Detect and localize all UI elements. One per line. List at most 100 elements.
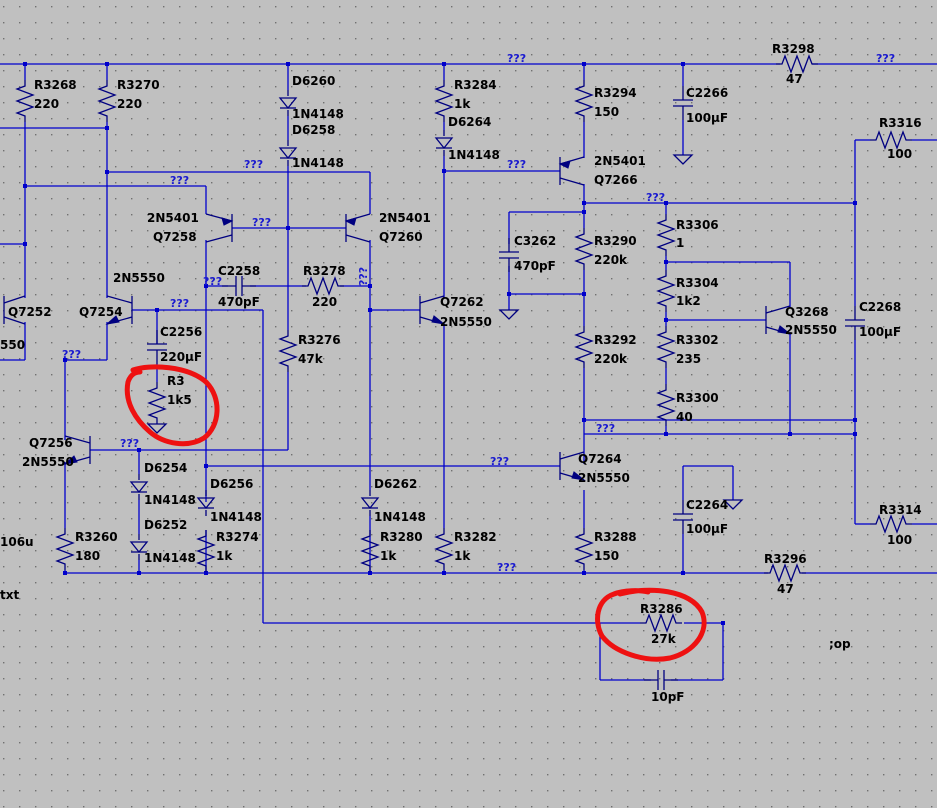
label-q3268: Q3268 (785, 305, 829, 319)
value-c-feedback: 10pF (651, 690, 685, 704)
net-label: ??? (596, 422, 615, 435)
transistor-q7256[interactable] (63, 435, 91, 465)
label-q7254: Q7254 (79, 305, 123, 319)
value-r3302: 235 (676, 352, 701, 366)
label-c2264: C2264 (686, 498, 728, 512)
label-d6254: D6254 (144, 461, 187, 475)
value-q7262: 2N5550 (440, 315, 492, 329)
label-q7260: Q7260 (379, 230, 423, 244)
label-d6258: D6258 (292, 123, 335, 137)
label-r3268: R3268 (34, 78, 77, 92)
value-r3304: 1k2 (676, 294, 701, 308)
label-c2256: C2256 (160, 325, 202, 339)
net-label: ??? (120, 437, 139, 450)
value-r3294: 150 (594, 105, 619, 119)
label-d6262: D6262 (374, 477, 417, 491)
label-c2258: C2258 (218, 264, 260, 278)
transistor-q7254[interactable] (105, 295, 133, 325)
edge-label-txt: txt (0, 588, 19, 602)
label-r3316: R3316 (879, 116, 922, 130)
value-c2266: 100µF (686, 111, 728, 125)
label-r3280: R3280 (380, 530, 423, 544)
net-label: ??? (497, 561, 516, 574)
op-directive: ;op (829, 637, 851, 651)
transistor-q7260[interactable] (344, 213, 371, 243)
value-r3306: 1 (676, 236, 684, 250)
value-r3278: 220 (312, 295, 337, 309)
value-d6252: 1N4148 (144, 551, 196, 565)
label-r3302: R3302 (676, 333, 719, 347)
value-r3274: 1k (216, 549, 233, 563)
net-label: ??? (357, 267, 370, 286)
label-r3270: R3270 (117, 78, 160, 92)
annotation-circle-r31xx (124, 364, 220, 447)
transistor-q7252[interactable] (3, 295, 26, 325)
value-r3276: 47k (298, 352, 324, 366)
net-label: ??? (507, 52, 526, 65)
value-r3298: 47 (786, 72, 803, 86)
wires (0, 63, 937, 681)
transistor-q3268[interactable] (765, 305, 792, 335)
label-r3292: R3292 (594, 333, 637, 347)
value-c2256: 220µF (160, 350, 202, 364)
value-d6264: 1N4148 (448, 148, 500, 162)
value-d6258: 1N4148 (292, 156, 344, 170)
value-c2268: 100µF (859, 325, 901, 339)
label-r3294: R3294 (594, 86, 637, 100)
label-r3284: R3284 (454, 78, 497, 92)
value-r31xx: 1k5 (167, 393, 192, 407)
label-d6264: D6264 (448, 115, 491, 129)
transistor-q7258[interactable] (205, 213, 234, 243)
label-q7264: Q7264 (578, 452, 622, 466)
label-d6260: D6260 (292, 74, 335, 88)
value-c2264: 100µF (686, 522, 728, 536)
value-r3292: 220k (594, 352, 628, 366)
value-r3270: 220 (117, 97, 142, 111)
value-c3262: 470pF (514, 259, 556, 273)
value-q7256: 2N5550 (22, 455, 74, 469)
net-label: ??? (252, 216, 271, 229)
transistor-q7266[interactable] (558, 156, 585, 186)
net-label: ??? (646, 191, 665, 204)
label-r3298: R3298 (772, 42, 815, 56)
label-r3300: R3300 (676, 391, 719, 405)
value-q7264: 2N5550 (578, 471, 630, 485)
label-q7262: Q7262 (440, 295, 484, 309)
label-r3314: R3314 (879, 503, 922, 517)
net-label: ??? (170, 297, 189, 310)
net-label: ??? (244, 158, 263, 171)
label-r31xx: R3 (167, 374, 185, 388)
value-q7260: 2N5401 (379, 211, 431, 225)
value-r3314: 100 (887, 533, 912, 547)
label-c2266: C2266 (686, 86, 728, 100)
value-d6260: 1N4148 (292, 107, 344, 121)
value-r3280: 1k (380, 549, 397, 563)
label-q7266: Q7266 (594, 173, 638, 187)
label-d6256: D6256 (210, 477, 253, 491)
net-labels: ??? ??? ??? ??? ??? ??? ??? ??? ??? ??? … (62, 52, 895, 574)
transistor-q7264[interactable] (559, 451, 586, 481)
label-q7252: Q7252 (8, 305, 52, 319)
value-d6256: 1N4148 (210, 510, 262, 524)
label-r3290: R3290 (594, 234, 637, 248)
junctions (23, 62, 857, 625)
value-d6254: 1N4148 (144, 493, 196, 507)
label-q7256: Q7256 (29, 436, 73, 450)
value-r3284: 1k (454, 97, 471, 111)
value-r3316: 100 (887, 147, 912, 161)
label-c2268: C2268 (859, 300, 901, 314)
label-r3296: R3296 (764, 552, 807, 566)
net-label: ??? (490, 455, 509, 468)
annotation-circle-r3286 (595, 587, 707, 662)
value-r3300: 40 (676, 410, 693, 424)
value-r3290: 220k (594, 253, 628, 267)
value-q7258: 2N5401 (147, 211, 199, 225)
value-r3288: 150 (594, 549, 619, 563)
value-r3286: 27k (651, 632, 677, 646)
transistor-q7262[interactable] (419, 295, 446, 325)
label-d6252: D6252 (144, 518, 187, 532)
net-label: ??? (203, 275, 222, 288)
value-r3268: 220 (34, 97, 59, 111)
